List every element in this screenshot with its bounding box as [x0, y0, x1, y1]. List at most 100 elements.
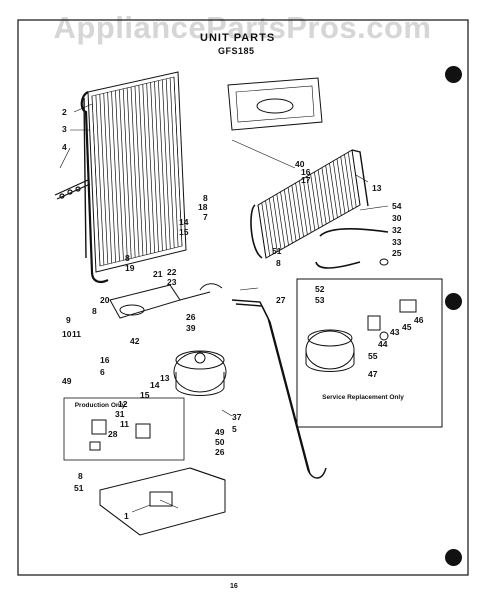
production-only-box — [63, 397, 185, 461]
page-frame — [17, 19, 469, 576]
callout-17: 13 — [372, 183, 382, 193]
callout-51: 51 — [272, 246, 282, 256]
callout-39: 37 — [232, 412, 242, 422]
callout-26: 22 — [167, 267, 177, 277]
condenser-fin — [276, 193, 286, 248]
callout-15: 15 — [140, 390, 150, 400]
callout-31: 27 — [276, 295, 286, 305]
callout-11-box: 11 — [120, 419, 129, 429]
callout-21: 17 — [301, 175, 311, 185]
callout-49: 50 — [215, 437, 225, 447]
condenser-fin — [302, 178, 312, 233]
drain-tray — [227, 77, 323, 131]
callout-47: 47 — [368, 369, 378, 379]
condenser-fin — [325, 165, 335, 220]
callout-37: 39 — [186, 323, 196, 333]
callout-45: 45 — [402, 322, 412, 332]
callout-48: 49 — [215, 427, 225, 437]
capillary-tube — [231, 299, 327, 479]
model-number: GFS185 — [218, 46, 255, 56]
evaporator-coil — [80, 71, 187, 283]
callout-43: 43 — [390, 327, 400, 337]
evaporator-fin — [118, 89, 128, 260]
production-only-label: Production Only — [74, 402, 126, 409]
condenser-fin — [283, 189, 293, 244]
callout-49-left: 49 — [62, 376, 72, 386]
evaporator-fin — [146, 83, 156, 253]
callout-8: 8 — [203, 193, 208, 203]
callout-3: 3 — [62, 124, 67, 134]
callout-34: 31 — [115, 409, 125, 419]
defrost-heater — [54, 179, 91, 200]
condenser-fin — [332, 160, 342, 216]
condenser-fin — [272, 196, 282, 250]
callout-40: 40 — [295, 159, 305, 169]
callout-8-fan: 8 — [92, 306, 97, 316]
callout-6: 6 — [100, 367, 105, 377]
evaporator-fin — [111, 91, 120, 262]
evaporator-fin — [103, 93, 113, 264]
callout-24: 20 — [100, 295, 110, 305]
callout-8-base: 8 — [78, 471, 83, 481]
callout-22: 18 — [198, 202, 208, 212]
condenser-fin — [351, 149, 361, 206]
callout-29: 26 — [186, 312, 196, 322]
callout-42: 42 — [130, 336, 140, 346]
callout-4: 4 — [62, 142, 67, 152]
callout-16: 16 — [100, 355, 110, 365]
condenser-fin — [280, 191, 289, 246]
condenser-fin — [344, 154, 353, 210]
condenser-fin — [329, 163, 338, 218]
condenser-fin — [321, 167, 331, 223]
callout-23: 19 — [125, 263, 135, 273]
callout-9: 9 — [66, 315, 71, 325]
callout-20: 16 — [301, 167, 311, 177]
callout-19: 15 — [179, 227, 189, 237]
callout-11: 11 — [72, 329, 81, 339]
callout-1: 1 — [124, 511, 129, 521]
callout-50: 51 — [74, 483, 84, 493]
compressor — [173, 350, 227, 396]
evaporator-fin — [91, 95, 101, 267]
callout-52: 52 — [315, 284, 325, 294]
callout-44: 44 — [378, 339, 388, 349]
service-compressor — [305, 329, 355, 372]
callout-25: 21 — [153, 269, 163, 279]
callout-13: 13 — [160, 373, 170, 383]
condenser-coil — [250, 149, 369, 259]
callout-27: 23 — [167, 277, 177, 287]
evaporator-fin — [138, 85, 148, 255]
tubing — [319, 227, 389, 237]
condenser-fin — [314, 171, 323, 227]
callout-12: 12 — [118, 399, 128, 409]
callout-18: 14 — [179, 217, 189, 227]
binder-hole — [445, 549, 462, 566]
evaporator-fin — [142, 84, 152, 254]
callout-7: 7 — [203, 212, 208, 222]
condenser-fin — [317, 169, 327, 225]
evaporator-fin — [169, 77, 179, 247]
evaporator-fin — [150, 82, 159, 252]
binder-hole — [445, 293, 462, 310]
compressor-base — [99, 467, 226, 536]
evaporator-fin — [130, 86, 140, 257]
condenser-fin — [299, 180, 308, 235]
condenser-fin — [340, 156, 350, 212]
watermark: AppliancePartsPros.com — [53, 10, 432, 45]
condenser-fin — [287, 187, 297, 242]
callout-54: 54 — [392, 201, 402, 211]
condenser-fin — [261, 202, 271, 256]
condenser-fin — [291, 185, 301, 239]
evaporator-fin — [173, 76, 183, 247]
page-number: 16 — [230, 583, 238, 590]
evaporator-fin — [107, 92, 116, 263]
callout-2: 2 — [62, 107, 67, 117]
callout-35: 32 — [392, 225, 402, 235]
evaporator-fin — [99, 94, 109, 265]
callout-8-right: 8 — [276, 258, 281, 268]
service-replacement-label: Service Replacement Only — [322, 394, 404, 401]
callout-8-left: 8 — [125, 253, 130, 263]
callout-14: 14 — [150, 380, 160, 390]
